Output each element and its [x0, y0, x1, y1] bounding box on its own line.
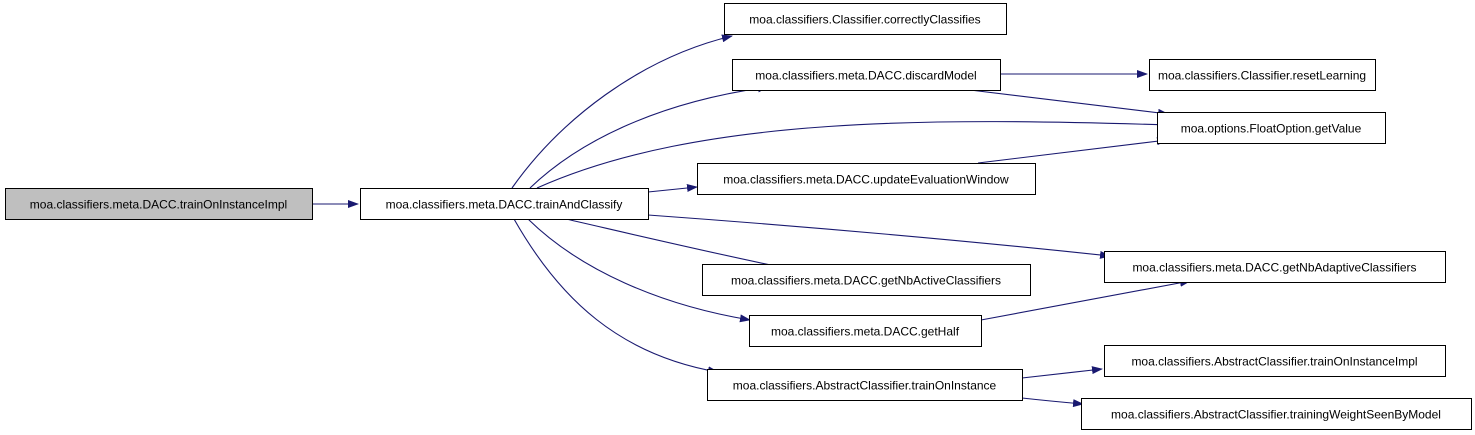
node-box	[1081, 398, 1472, 430]
node-trainOnInstanceImplRoot: moa.classifiers.meta.DACC.trainOnInstanc…	[5, 188, 313, 220]
node-abstractTrainOnInstanceImpl: moa.classifiers.AbstractClassifier.train…	[1104, 345, 1446, 377]
node-getValue: moa.options.FloatOption.getValue	[1157, 112, 1386, 144]
node-box	[5, 188, 313, 220]
node-box	[707, 369, 1023, 401]
node-label: moa.classifiers.Classifier.correctlyClas…	[749, 13, 980, 27]
edge-trainAndClassify-to-discardModel	[529, 84, 769, 189]
node-label: moa.classifiers.meta.DACC.getNbAdaptiveC…	[1132, 261, 1416, 275]
node-label: moa.classifiers.meta.DACC.getHalf	[771, 325, 960, 339]
node-box	[697, 163, 1036, 195]
edges-layer	[312, 34, 1191, 408]
node-correctlyClassifies: moa.classifiers.Classifier.correctlyClas…	[724, 3, 1007, 35]
node-label: moa.classifiers.meta.DACC.getNbActiveCla…	[731, 274, 1001, 288]
edge-trainAndClassify-to-correctlyClassifies	[511, 34, 733, 189]
node-discardModel: moa.classifiers.meta.DACC.discardModel	[732, 59, 1001, 91]
node-getNbAdaptiveClassifiers: moa.classifiers.meta.DACC.getNbAdaptiveC…	[1104, 251, 1446, 283]
node-getNbActiveClassifiers: moa.classifiers.meta.DACC.getNbActiveCla…	[702, 264, 1031, 296]
nodes-layer: moa.classifiers.meta.DACC.trainOnInstanc…	[5, 3, 1472, 430]
edge-trainAndClassify-to-updateEvaluationWindow	[647, 184, 698, 193]
node-trainAndClassify: moa.classifiers.meta.DACC.trainAndClassi…	[360, 188, 649, 220]
edge-trainAndClassify-to-getValue	[536, 120, 1171, 189]
edge-trainAndClassify-to-getNbAdaptiveClassifiers	[647, 214, 1111, 259]
edge-trainAndClassify-to-getNbActiveClassifiers	[565, 218, 796, 272]
node-label: moa.classifiers.meta.DACC.discardModel	[755, 69, 976, 83]
edge-trainAndClassify-to-getHalf	[527, 218, 751, 323]
node-label: moa.classifiers.AbstractClassifier.train…	[733, 379, 997, 393]
edge-trainAndClassify-to-trainOnInstance	[513, 218, 719, 375]
node-box	[724, 3, 1007, 35]
node-box	[749, 315, 982, 347]
node-box	[1157, 112, 1386, 144]
node-box	[1104, 251, 1446, 283]
edge-discardModel-to-getValue	[969, 89, 1169, 117]
node-label: moa.classifiers.Classifier.resetLearning	[1158, 69, 1366, 83]
node-box	[702, 264, 1031, 296]
edge-getHalf-to-getNbAdaptiveClassifiers	[980, 278, 1191, 321]
node-box	[732, 59, 1001, 91]
node-resetLearning: moa.classifiers.Classifier.resetLearning	[1149, 59, 1376, 91]
edge-updateEvaluationWindow-to-getValue	[977, 137, 1168, 164]
edge-trainOnInstance-to-trainingWeightSeenByModel	[1021, 397, 1084, 408]
node-updateEvaluationWindow: moa.classifiers.meta.DACC.updateEvaluati…	[697, 163, 1036, 195]
edge-trainOnInstance-to-abstractTrainOnInstanceImpl	[1021, 366, 1103, 379]
node-label: moa.classifiers.meta.DACC.trainOnInstanc…	[30, 198, 287, 212]
node-label: moa.classifiers.meta.DACC.trainAndClassi…	[386, 198, 623, 212]
node-label: moa.classifiers.meta.DACC.updateEvaluati…	[723, 173, 1009, 187]
node-label: moa.classifiers.AbstractClassifier.train…	[1131, 355, 1417, 369]
node-trainOnInstance: moa.classifiers.AbstractClassifier.train…	[707, 369, 1023, 401]
node-box	[1104, 345, 1446, 377]
node-trainingWeightSeenByModel: moa.classifiers.AbstractClassifier.train…	[1081, 398, 1472, 430]
node-getHalf: moa.classifiers.meta.DACC.getHalf	[749, 315, 982, 347]
node-box	[1149, 59, 1376, 91]
node-box	[360, 188, 649, 220]
node-label: moa.options.FloatOption.getValue	[1181, 122, 1362, 136]
node-label: moa.classifiers.AbstractClassifier.train…	[1111, 408, 1441, 422]
